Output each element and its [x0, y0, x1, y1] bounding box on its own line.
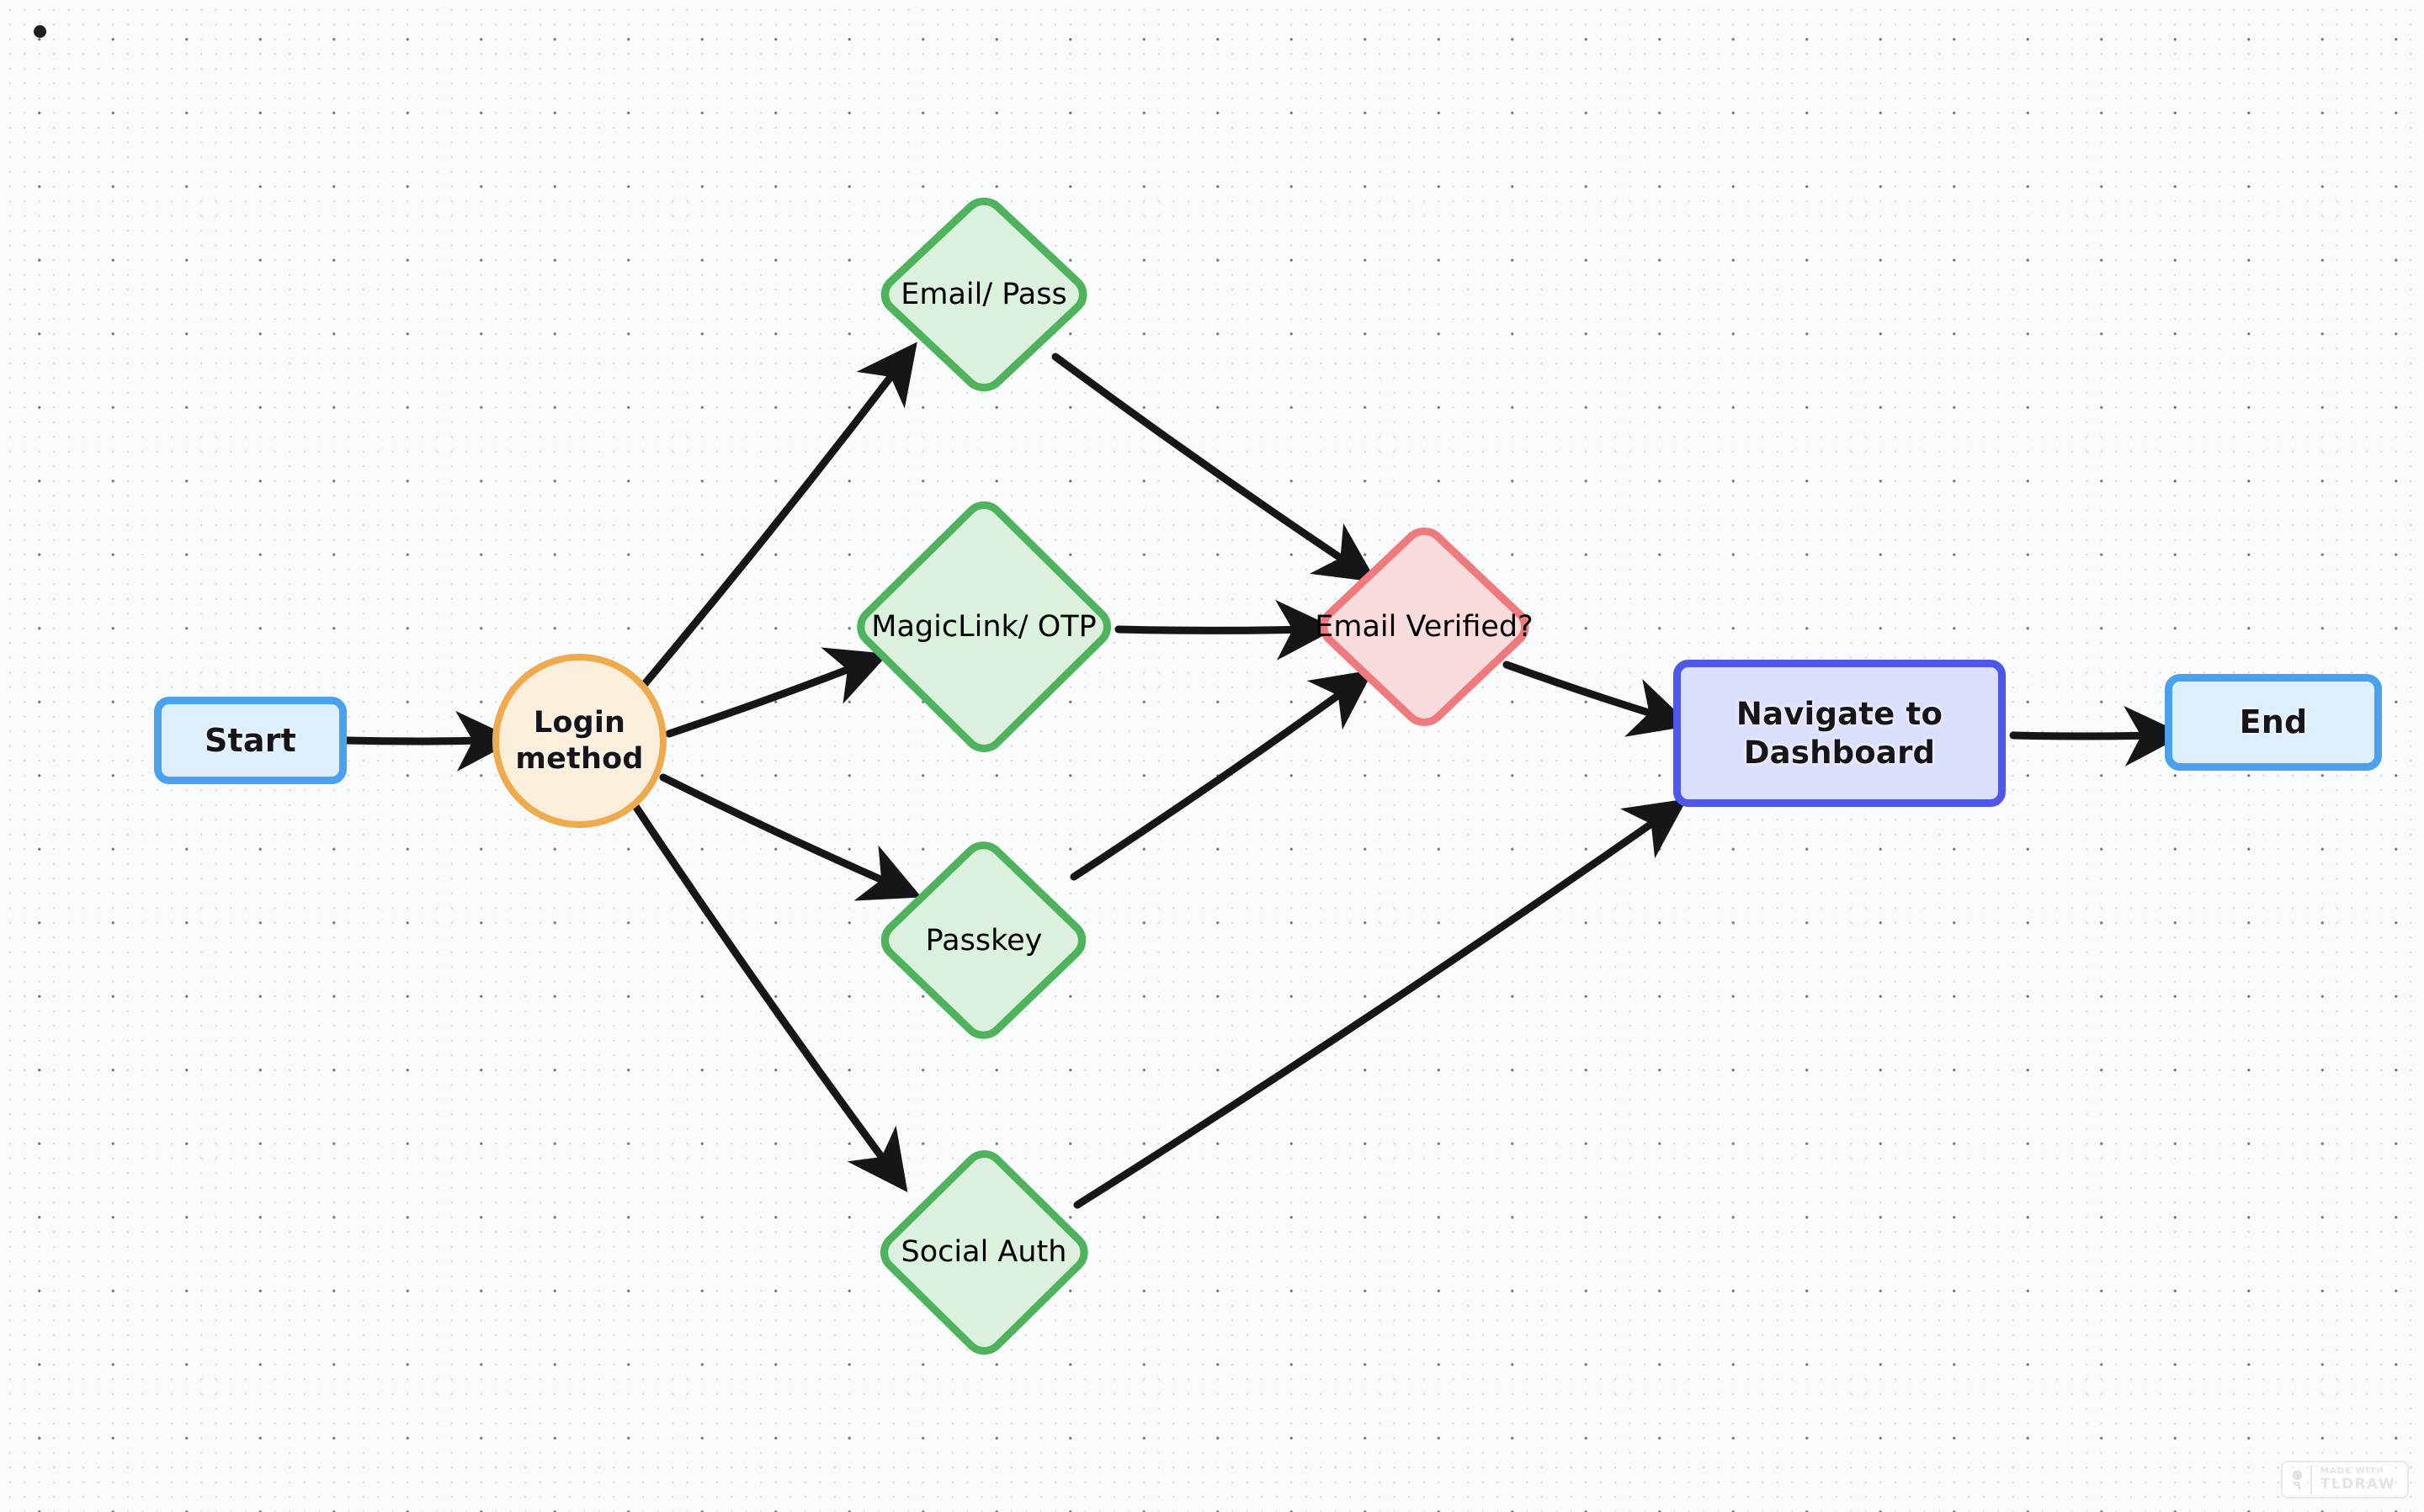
edge-login-method-to-passkey[interactable] — [659, 773, 922, 901]
edge-social-auth-to-navigate-dashboard[interactable] — [1073, 798, 1688, 1209]
watermark-line1: MADE WITH — [2320, 1467, 2384, 1476]
node-label-email-pass: Email/ Pass — [901, 278, 1067, 311]
edge-magiclink-otp-to-email-verified[interactable] — [1114, 599, 1337, 661]
node-end[interactable]: End — [2165, 674, 2382, 771]
tldraw-watermark-text: MADE WITH TLDRAW — [2312, 1465, 2404, 1494]
node-label-wrap-email-verified: Email Verified? — [1310, 518, 1539, 735]
node-label-social-auth: Social Auth — [901, 1235, 1067, 1269]
node-email-verified[interactable]: Email Verified? — [1310, 518, 1539, 735]
node-label-passkey: Passkey — [925, 924, 1043, 958]
edge-navigate-dashboard-to-end[interactable] — [2009, 705, 2185, 767]
node-label-wrap-social-auth: Social Auth — [871, 1141, 1097, 1363]
node-magiclink-otp[interactable]: MagicLink/ OTP — [847, 491, 1120, 761]
edge-login-method-to-social-auth[interactable] — [631, 802, 908, 1192]
watermark-line2: TLDRAW — [2320, 1476, 2395, 1493]
node-label-magiclink-otp: MagicLink/ OTP — [871, 610, 1097, 644]
node-label-wrap-magiclink-otp: MagicLink/ OTP — [848, 492, 1120, 761]
edge-login-method-to-magiclink-otp[interactable] — [665, 647, 889, 738]
node-email-pass[interactable]: Email/ Pass — [870, 188, 1097, 401]
edge-start-to-login-method[interactable] — [343, 710, 517, 772]
node-passkey[interactable]: Passkey — [871, 832, 1096, 1048]
node-login-method[interactable]: Login method — [492, 654, 667, 828]
node-label-start: Start — [204, 721, 297, 759]
node-label-wrap-passkey: Passkey — [872, 833, 1096, 1048]
node-navigate-dashboard[interactable]: Navigate to Dashboard — [1673, 660, 2006, 807]
pointer-cursor-dot — [34, 25, 46, 38]
node-start[interactable]: Start — [154, 697, 347, 784]
tldraw-logo-icon: ●٩ — [2286, 1465, 2312, 1494]
tldraw-watermark[interactable]: ●٩ MADE WITH TLDRAW — [2280, 1461, 2409, 1499]
node-label-login-method: Login method — [515, 705, 644, 776]
node-label-email-verified: Email Verified? — [1315, 610, 1534, 644]
node-label-navigate-dashboard: Navigate to Dashboard — [1736, 696, 1943, 771]
node-label-end: End — [2239, 703, 2308, 741]
node-social-auth[interactable]: Social Auth — [870, 1140, 1097, 1363]
node-label-wrap-email-pass: Email/ Pass — [871, 188, 1097, 401]
